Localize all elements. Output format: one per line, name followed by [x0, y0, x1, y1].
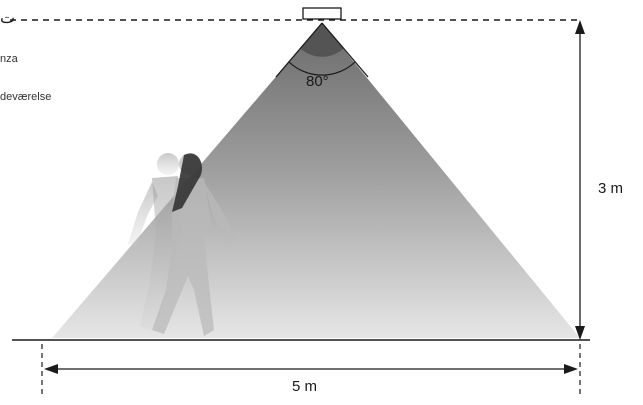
angle-sector — [300, 23, 344, 57]
width-label: 5 m — [292, 378, 318, 395]
top-left-fragment: ت — [0, 10, 16, 27]
angle-label: 80° — [306, 73, 329, 90]
height-label: 3 m — [598, 180, 624, 197]
walking-person-silhouette — [128, 153, 236, 336]
angle-ray-left — [275, 22, 323, 78]
height-arrow-top — [575, 20, 585, 34]
detection-cone — [52, 23, 580, 338]
side-text-1: nza — [0, 53, 18, 65]
ceiling-sensor-icon — [302, 7, 342, 20]
angle-arc — [288, 61, 356, 76]
angle-ray-right — [321, 22, 369, 78]
side-text-2: deværelse — [0, 91, 52, 103]
height-arrow-bottom — [575, 326, 585, 340]
width-arrow-left — [44, 364, 58, 374]
width-arrow-right — [564, 364, 578, 374]
